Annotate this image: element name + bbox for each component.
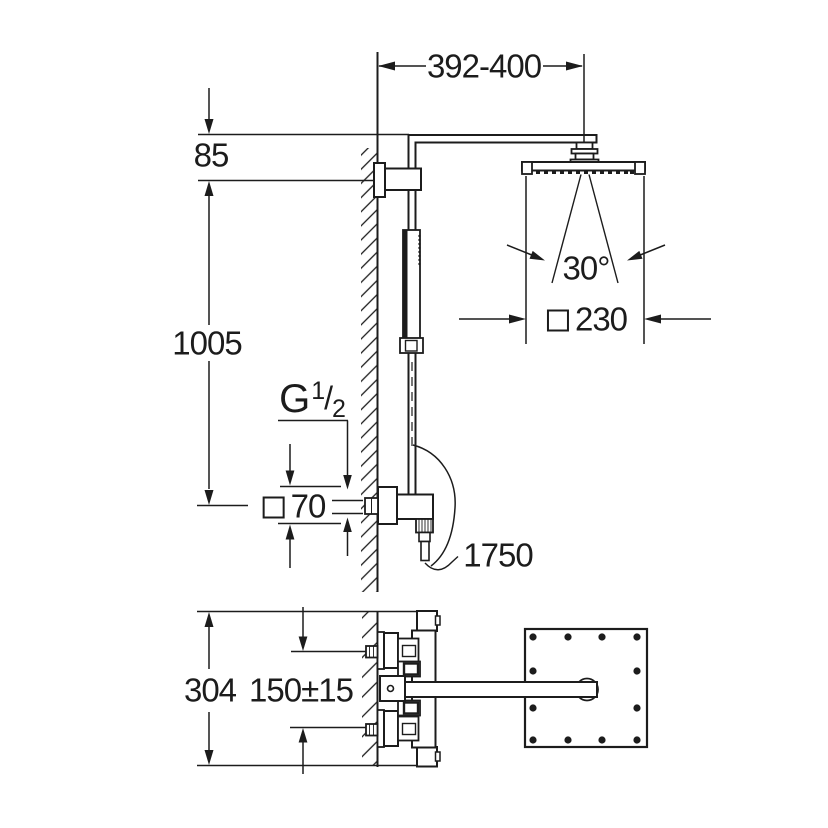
shower-hose: [412, 444, 456, 567]
square-symbol: [546, 309, 569, 332]
hand-shower-dots: [418, 234, 421, 266]
square-symbol: [262, 496, 285, 519]
label-spray-angle: 30°: [562, 249, 611, 287]
nozzle-dots: [536, 170, 634, 174]
dim-valve-spacing: [290, 607, 366, 774]
handle-knob-top: [365, 631, 420, 670]
dim-rail: [197, 196, 248, 507]
label-head-size: 230: [546, 303, 628, 336]
label-rail-length: 1005: [172, 324, 242, 362]
label-body-height: 304: [183, 671, 237, 709]
dim-arm-reach: [378, 54, 585, 145]
wall-bracket: [373, 162, 422, 198]
label-escutcheon: 70: [262, 490, 326, 523]
label-arm-drop: 85: [193, 136, 230, 174]
dim-arm-drop: [198, 88, 409, 196]
wall-hatching: [361, 148, 377, 592]
wall-hatching-plan: [362, 612, 377, 766]
shower-arm: [407, 134, 598, 495]
center-outlet: [379, 660, 421, 717]
arm-plan: [404, 681, 598, 698]
label-hose-length: 1750: [463, 536, 533, 574]
shower-head: [521, 161, 646, 175]
dim-escutcheon: [278, 444, 363, 568]
dim-head-size: [459, 176, 711, 344]
plan-view: [197, 607, 649, 774]
thread-leader: [278, 419, 352, 556]
handle-knob-bottom: [365, 709, 420, 748]
elevation-view: [197, 52, 711, 592]
label-arm-reach: 392-400: [426, 47, 542, 85]
label-valve-spacing: 150±15: [249, 671, 354, 709]
dim-body-height: [197, 610, 436, 767]
head-ball-joint: [569, 141, 600, 164]
diverter-valve: [364, 486, 434, 562]
hand-shower: [399, 229, 424, 354]
label-thread: G1/2: [279, 377, 346, 423]
hose-length-leader: [424, 555, 459, 571]
plate-nozzle-dots: [529, 633, 641, 744]
